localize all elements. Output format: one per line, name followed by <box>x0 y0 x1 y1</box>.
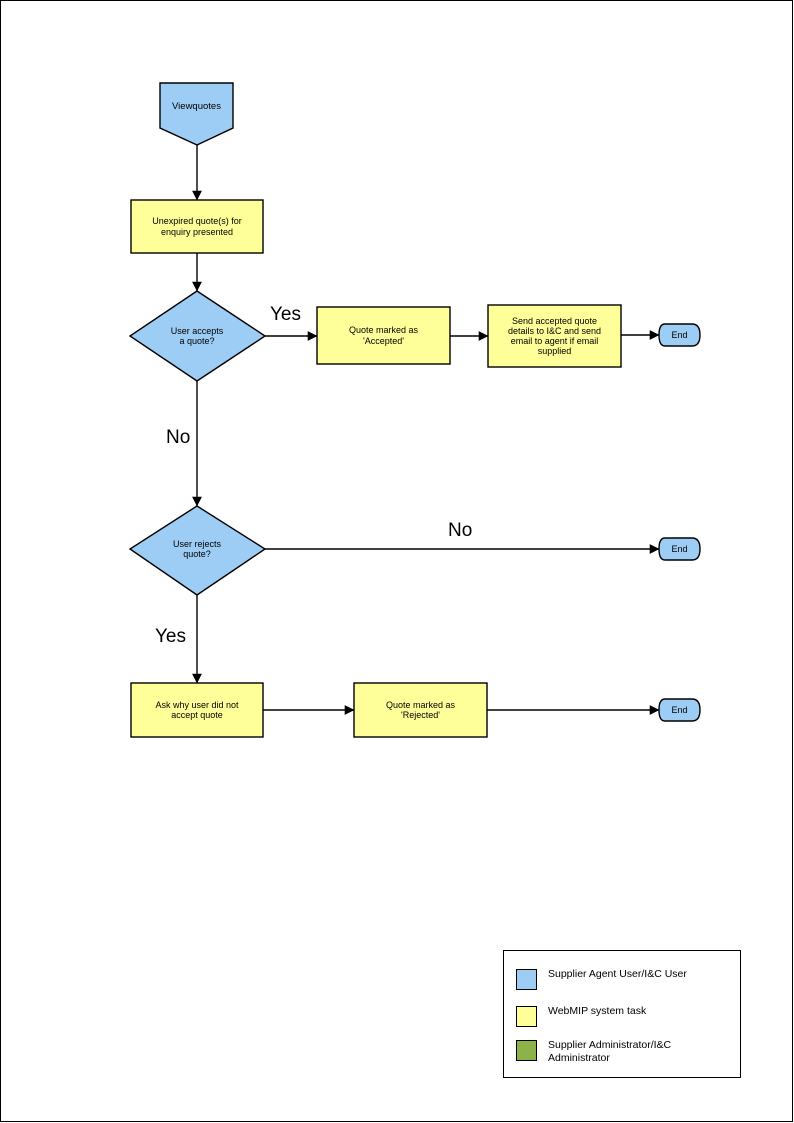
node-end-2[interactable] <box>658 537 701 561</box>
legend-panel: Supplier Agent User/I&C User WebMIP syst… <box>503 950 741 1078</box>
edge-label-yes-accept: Yes <box>270 304 301 325</box>
legend-swatch-blue <box>516 969 537 990</box>
node-task-accepted[interactable] <box>316 306 451 365</box>
legend-label-webmip-system-task: WebMIP system task <box>548 1005 647 1017</box>
node-task-rejected[interactable] <box>353 682 488 738</box>
edge-label-no-reject: No <box>448 520 473 541</box>
node-task-unexpired[interactable] <box>130 199 264 254</box>
legend-swatch-yellow <box>516 1006 537 1027</box>
node-decision-accept[interactable] <box>128 290 267 382</box>
node-end-1[interactable] <box>658 323 701 347</box>
legend-item-webmip-system-task: WebMIP system task <box>516 1005 646 1027</box>
edge-label-yes-reject: Yes <box>155 626 186 647</box>
connector-group <box>192 145 660 715</box>
node-task-ask-why[interactable] <box>130 682 264 738</box>
edge-label-no-accept: No <box>166 427 191 448</box>
legend-label-supplier-administrator: Supplier Administrator/I&C Administrator <box>548 1039 672 1065</box>
legend-item-supplier-agent-user: Supplier Agent User/I&C User <box>516 968 687 990</box>
node-end-3[interactable] <box>658 698 701 722</box>
node-decision-reject[interactable] <box>128 505 267 596</box>
legend-label-supplier-agent-user: Supplier Agent User/I&C User <box>548 968 687 980</box>
legend-swatch-green <box>516 1040 537 1061</box>
node-start-viewquotes[interactable] <box>159 82 234 146</box>
node-task-send-details[interactable] <box>487 304 622 368</box>
legend-item-supplier-administrator: Supplier Administrator/I&C Administrator <box>516 1039 671 1065</box>
